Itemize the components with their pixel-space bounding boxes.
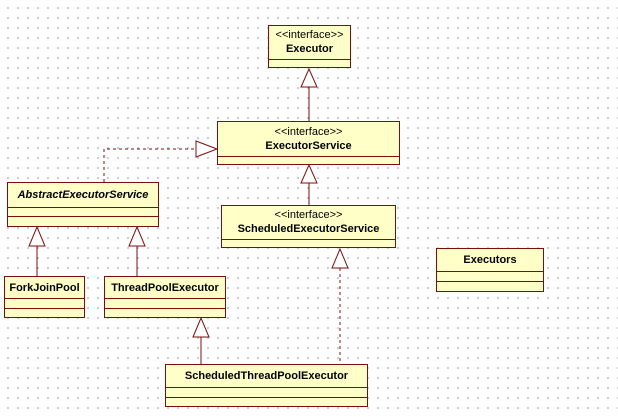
class-scheduledthreadpoolexecutor[interactable]: ScheduledThreadPoolExecutor xyxy=(165,364,368,407)
generalization-threadpoolexecutor-abstractexecutorservice xyxy=(128,225,146,276)
operations-compartment xyxy=(437,281,543,291)
class-threadpoolexecutor-header: ThreadPoolExecutor xyxy=(105,277,225,298)
operations-compartment xyxy=(105,308,225,317)
generalization-scheduledthreadpoolexecutor-threadpoolexecutor xyxy=(192,316,210,364)
operations-compartment xyxy=(166,397,367,406)
class-scheduledexecutorservice-header: <<interface>> ScheduledExecutorService xyxy=(222,206,395,239)
stereotype-label: <<interface>> xyxy=(274,125,343,138)
stereotype-label: <<interface>> xyxy=(275,29,344,41)
operations-compartment xyxy=(8,216,158,226)
class-name: ThreadPoolExecutor xyxy=(111,281,219,294)
class-abstractexecutorservice[interactable]: AbstractExecutorService xyxy=(7,182,159,227)
class-forkjoinpool-header: ForkJoinPool xyxy=(5,277,84,298)
class-name: ScheduledExecutorService xyxy=(237,223,380,235)
class-threadpoolexecutor[interactable]: ThreadPoolExecutor xyxy=(104,276,226,318)
generalization-scheduledexecutorservice-executorservice xyxy=(300,163,318,205)
class-abstractexecutorservice-header: AbstractExecutorService xyxy=(8,183,158,207)
class-executors-header: Executors xyxy=(437,249,543,271)
attributes-compartment xyxy=(5,298,84,308)
operations-compartment xyxy=(5,308,84,317)
stereotype-label: <<interface>> xyxy=(274,209,343,221)
class-scheduledthreadpoolexecutor-header: ScheduledThreadPoolExecutor xyxy=(166,365,367,387)
class-executors[interactable]: Executors xyxy=(436,248,544,292)
attributes-compartment xyxy=(437,271,543,281)
realization-scheduledthreadpoolexecutor-scheduledexecutorservice xyxy=(331,247,349,364)
generalization-executorservice-executor xyxy=(300,67,318,121)
class-name: ForkJoinPool xyxy=(9,281,80,294)
class-executorservice-header: <<interface>> ExecutorService xyxy=(218,122,399,156)
attributes-compartment xyxy=(269,59,350,67)
attributes-compartment xyxy=(166,387,367,397)
class-name: ScheduledThreadPoolExecutor xyxy=(184,370,349,382)
class-executor[interactable]: <<interface>> Executor xyxy=(268,25,351,68)
attributes-compartment xyxy=(8,207,158,216)
class-name: Executors xyxy=(463,254,517,266)
class-forkjoinpool[interactable]: ForkJoinPool xyxy=(4,276,85,318)
attributes-compartment xyxy=(218,156,399,164)
class-name: ExecutorService xyxy=(265,139,352,152)
realization-abstractexecutorservice-executorservice xyxy=(103,140,219,182)
attributes-compartment xyxy=(105,298,225,308)
class-name: AbstractExecutorService xyxy=(17,189,149,201)
class-name: Executor xyxy=(285,43,334,55)
attributes-compartment xyxy=(222,239,395,247)
class-executorservice[interactable]: <<interface>> ExecutorService xyxy=(217,121,400,165)
class-scheduledexecutorservice[interactable]: <<interface>> ScheduledExecutorService xyxy=(221,205,396,248)
class-executor-header: <<interface>> Executor xyxy=(269,26,350,59)
generalization-forkjoinpool-abstractexecutorservice xyxy=(28,225,46,276)
